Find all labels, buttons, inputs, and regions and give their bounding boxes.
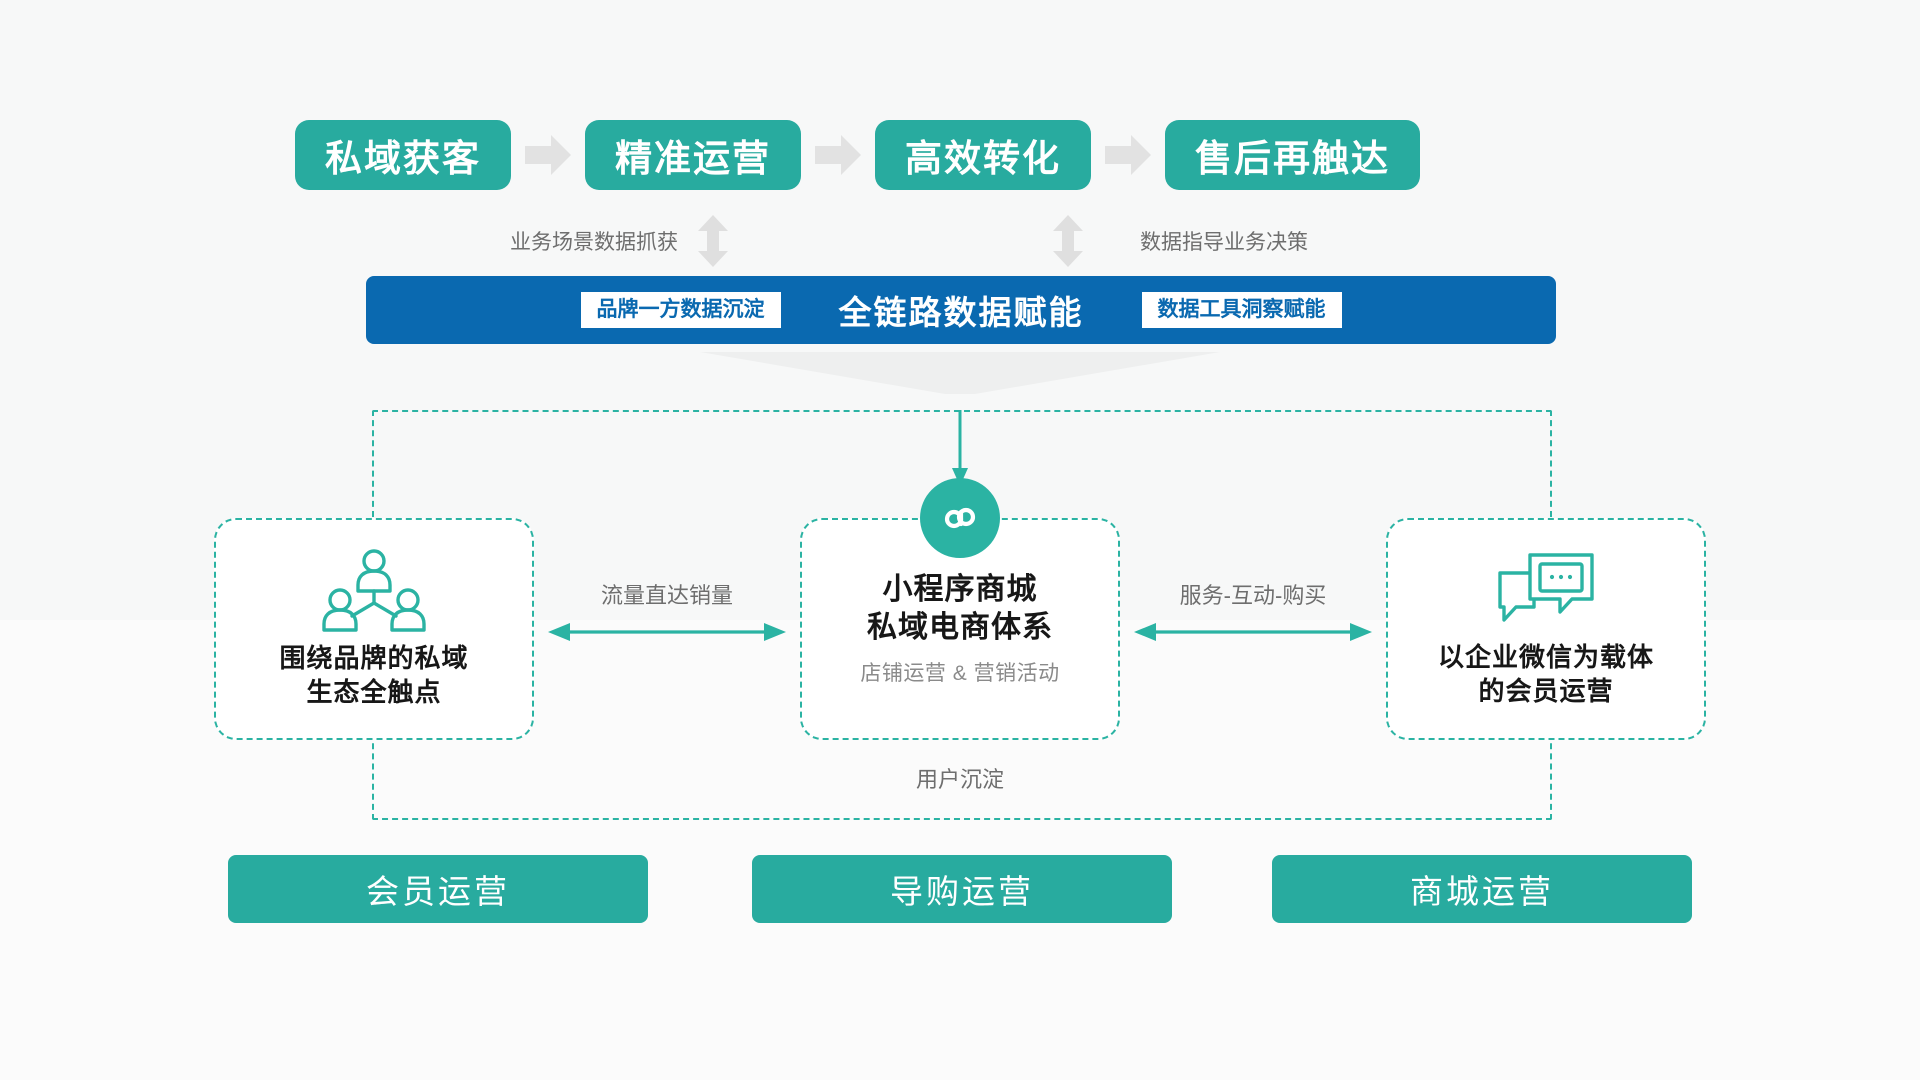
double-arrow-vertical-icon xyxy=(1050,215,1086,267)
loop-label: 用户沉淀 xyxy=(915,767,1004,792)
flow-step-3-label: 高效转化 xyxy=(905,138,1061,179)
card-right-title-line2: 的会员运营 xyxy=(1478,676,1614,706)
data-guides-decision-label: 数据指导业务决策 xyxy=(1140,231,1308,254)
connector-left-label: 流量直达销量 xyxy=(600,583,733,608)
flow-steps-row: 私域获客 精准运营 高效转化 售后再触达 xyxy=(295,120,1420,190)
flow-step-3[interactable]: 高效转化 xyxy=(875,120,1091,190)
card-center-subtitle: 店铺运营 & 营销活动 xyxy=(860,662,1060,686)
operation-button-mall-label: 商城运营 xyxy=(1410,873,1554,910)
card-private-domain-touchpoints[interactable]: 围绕品牌的私域 生态全触点 xyxy=(214,518,534,740)
flow-step-1[interactable]: 私域获客 xyxy=(295,120,511,190)
data-tool-insight-tag: 数据工具洞察赋能 xyxy=(1141,292,1342,328)
arrow-right-icon xyxy=(801,120,875,190)
miniprogram-logo-icon xyxy=(920,478,1000,558)
data-empowerment-bar[interactable]: 品牌一方数据沉淀 全链路数据赋能 数据工具洞察赋能 xyxy=(366,276,1556,344)
flow-step-4[interactable]: 售后再触达 xyxy=(1165,120,1420,190)
double-arrow-horizontal-icon-right xyxy=(1134,622,1372,642)
card-right-title-line1: 以企业微信为载体 xyxy=(1437,642,1654,673)
connector-right-label: 服务-互动-购买 xyxy=(1179,583,1327,608)
operation-button-guide[interactable]: 导购运营 xyxy=(752,855,1172,923)
operation-button-mall[interactable]: 商城运营 xyxy=(1272,855,1692,923)
data-exchange-row: 业务场景数据抓获 数据指导业务决策 xyxy=(295,215,1625,267)
card-wecom-member-operations[interactable]: 以企业微信为载体 的会员运营 xyxy=(1386,518,1706,740)
chat-bubbles-icon xyxy=(1494,549,1598,635)
flow-step-4-label: 售后再触达 xyxy=(1195,138,1390,179)
card-left-title-line1: 围绕品牌的私域 xyxy=(279,643,469,674)
people-group-icon xyxy=(320,548,428,636)
arrow-right-icon xyxy=(511,120,585,190)
down-arrow-icon xyxy=(948,410,972,488)
card-center-title-line2: 私域电商体系 xyxy=(867,611,1053,644)
operation-button-guide-label: 导购运营 xyxy=(890,873,1034,910)
business-scene-capture-label: 业务场景数据抓获 xyxy=(510,231,678,254)
flow-step-2-label: 精准运营 xyxy=(615,138,771,179)
arrow-right-icon xyxy=(1091,120,1165,190)
brand-first-party-data-tag: 品牌一方数据沉淀 xyxy=(580,292,781,328)
data-empowerment-title: 全链路数据赋能 xyxy=(838,294,1084,331)
card-left-title-line2: 生态全触点 xyxy=(306,677,442,707)
operation-button-member-label: 会员运营 xyxy=(366,873,510,910)
flow-step-1-label: 私域获客 xyxy=(325,138,481,179)
operation-button-member[interactable]: 会员运营 xyxy=(228,855,648,923)
double-arrow-horizontal-icon-left xyxy=(548,622,786,642)
double-arrow-vertical-icon xyxy=(695,215,731,267)
flow-step-2[interactable]: 精准运营 xyxy=(585,120,801,190)
funnel-shape-icon xyxy=(700,352,1220,397)
card-center-title-line1: 小程序商城 xyxy=(882,572,1038,606)
